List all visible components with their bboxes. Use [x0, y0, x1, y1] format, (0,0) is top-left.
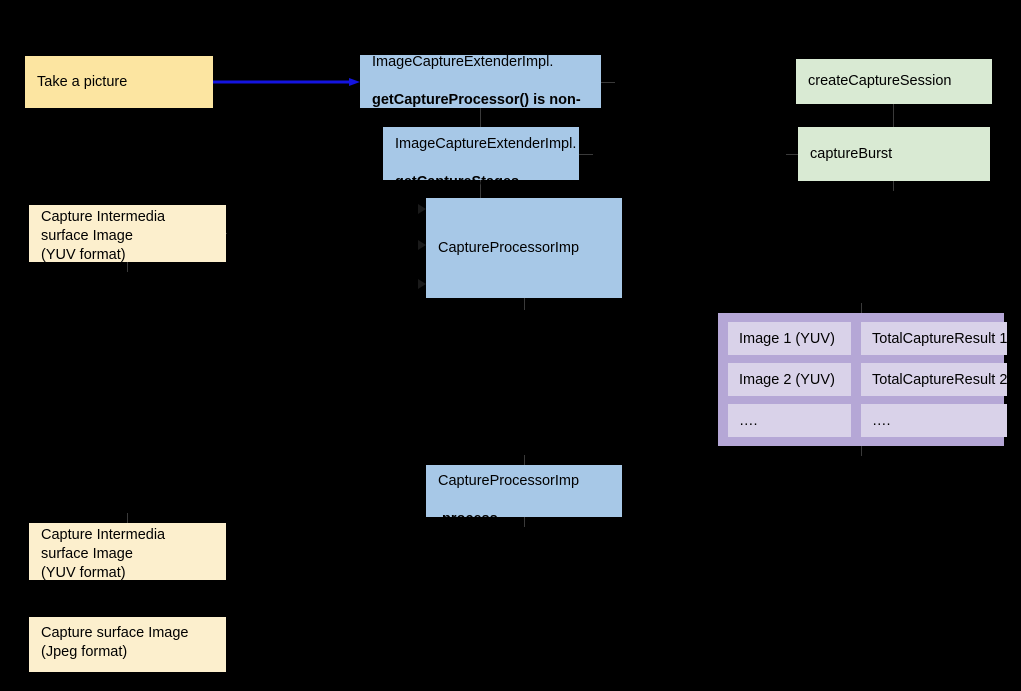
- connector-stub: [480, 108, 481, 127]
- arrowhead-icon: [418, 279, 426, 289]
- node-label: createCaptureSession: [808, 73, 952, 89]
- node-capture-intermedia-surface-image-yuv-2[interactable]: Capture Intermedia surface Image (YUV fo…: [29, 523, 226, 581]
- node-get-capture-processor[interactable]: ImageCaptureExtenderImpl. getCaptureProc…: [360, 54, 601, 127]
- node-label-line1: CaptureProcessorImp: [438, 473, 580, 489]
- node-label-group: CaptureProcessorImp .process: [438, 453, 579, 529]
- node-take-a-picture[interactable]: Take a picture: [25, 56, 213, 108]
- connector-stub: [601, 82, 615, 83]
- connector-stub: [127, 262, 128, 272]
- connector-stub: [524, 298, 525, 310]
- node-label: Capture Intermedia surface Image (YUV fo…: [41, 527, 166, 581]
- node-label: Take a picture: [37, 73, 128, 90]
- node-capture-burst[interactable]: captureBurst: [798, 127, 990, 181]
- node-label-line1: ImageCaptureExtenderImpl.: [372, 54, 554, 70]
- node-label-group: ImageCaptureExtenderImpl. getCaptureProc…: [372, 34, 589, 129]
- results-column-images: Image 1 (YUV) Image 2 (YUV) ….: [728, 322, 851, 437]
- node-label-line2: getCaptureStages: [395, 173, 520, 190]
- node-label-line1: ImageCaptureExtenderImpl.: [395, 135, 577, 152]
- node-capture-surface-image-jpeg[interactable]: Capture surface Image (Jpeg format): [29, 617, 226, 672]
- node-capture-intermedia-surface-image-yuv-1[interactable]: Capture Intermedia surface Image (YUV fo…: [29, 205, 226, 263]
- node-label-line2: getCaptureProcessor() is non-null: [372, 92, 581, 127]
- connector-stub: [480, 180, 481, 198]
- table-row[interactable]: ….: [728, 404, 851, 437]
- results-column-total-capture-results: TotalCaptureResult 1 TotalCaptureResult …: [861, 322, 1008, 437]
- results-table: Image 1 (YUV) Image 2 (YUV) …. TotalCapt…: [718, 313, 1008, 446]
- connector-stub: [786, 154, 798, 155]
- node-label: captureBurst: [810, 145, 893, 162]
- arrowhead-icon: [418, 204, 426, 214]
- table-row[interactable]: Image 2 (YUV): [728, 363, 851, 396]
- table-row[interactable]: TotalCaptureResult 1: [861, 322, 1008, 355]
- connector-stub: [893, 181, 894, 191]
- node-create-capture-session[interactable]: createCaptureSession: [796, 59, 992, 104]
- connector-stub: [893, 104, 894, 127]
- node-capture-processor-imp[interactable]: CaptureProcessorImp: [426, 198, 622, 298]
- node-capture-processor-imp-process[interactable]: CaptureProcessorImp .process: [426, 465, 622, 527]
- connector-stub: [861, 303, 862, 313]
- connector-stub: [524, 517, 525, 527]
- table-row[interactable]: TotalCaptureResult 2: [861, 363, 1008, 396]
- node-label-group: ImageCaptureExtenderImpl. getCaptureStag…: [395, 116, 576, 192]
- node-get-capture-stages[interactable]: ImageCaptureExtenderImpl. getCaptureStag…: [383, 127, 579, 190]
- table-row[interactable]: ….: [861, 404, 1008, 437]
- node-label: CaptureProcessorImp: [438, 239, 580, 256]
- connector-stub: [127, 513, 128, 523]
- arrowhead-icon: [418, 240, 426, 250]
- table-row[interactable]: Image 1 (YUV): [728, 322, 851, 355]
- node-label: Capture Intermedia surface Image (YUV fo…: [41, 209, 166, 263]
- connector-stub: [524, 455, 525, 465]
- node-label-line2: .process: [438, 511, 498, 527]
- connector-stub: [861, 446, 862, 456]
- connector-stub: [579, 154, 593, 155]
- node-label: Capture surface Image (Jpeg format): [41, 625, 189, 660]
- arrow-take-picture-to-get-capture-processor: [213, 78, 360, 86]
